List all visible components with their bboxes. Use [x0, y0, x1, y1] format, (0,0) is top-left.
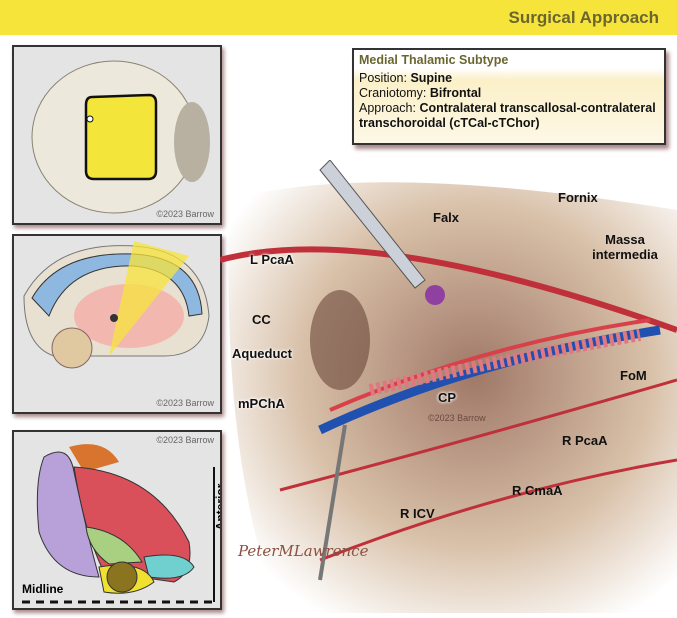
label-falx: Falx	[433, 210, 460, 225]
label-r-icv: R ICV	[400, 506, 435, 521]
copyright: ©2023 Barrow	[156, 435, 214, 445]
operative-view-illustration	[219, 159, 677, 613]
sagittal-panel: ©2023 Barrow	[12, 234, 222, 414]
sagittal-brain-illustration	[23, 241, 210, 369]
skull-panel: ©2023 Barrow	[12, 45, 222, 225]
copyright: ©2023 Barrow	[156, 398, 214, 408]
copyright: ©2023 Barrow	[428, 413, 486, 423]
copyright: ©2023 Barrow	[156, 209, 214, 219]
page-title: Surgical Approach	[508, 8, 659, 27]
midline-label: Midline	[22, 582, 64, 596]
artist-signature: PeterMLawrence	[238, 542, 369, 560]
label-fornix: Fornix	[558, 190, 598, 205]
skull-illustration	[31, 60, 210, 214]
info-title: Medial Thalamic Subtype	[359, 53, 509, 67]
thalamus-panel: ©2023 Barrow Anterior Midline	[12, 430, 222, 610]
thalamus-nuclei-illustration	[22, 444, 215, 604]
surgical-illustration: Falx Fornix Massa intermedia L PcaA CC A…	[219, 159, 677, 613]
label-cp: CP	[438, 390, 457, 405]
info-craniotomy: Craniotomy: Bifrontal	[359, 86, 482, 100]
label-fom: FoM	[620, 368, 647, 383]
label-massa-intermedia: Massa intermedia	[592, 232, 658, 262]
label-cc: CC	[252, 312, 271, 327]
label-aqueduct: Aqueduct	[232, 346, 292, 361]
label-mpcha: mPChA	[238, 396, 285, 411]
label-r-pcaa: R PcaA	[562, 433, 608, 448]
label-l-pcaa: L PcaA	[250, 252, 294, 267]
info-position: Position: Supine	[359, 71, 453, 85]
info-approach: Approach: Contralateral transcallosal-co…	[359, 101, 656, 130]
label-r-cmaa: R CmaA	[512, 483, 563, 498]
header-bar: Surgical Approach	[0, 0, 677, 35]
info-box: Medial Thalamic Subtype Position: Supine…	[352, 48, 666, 145]
